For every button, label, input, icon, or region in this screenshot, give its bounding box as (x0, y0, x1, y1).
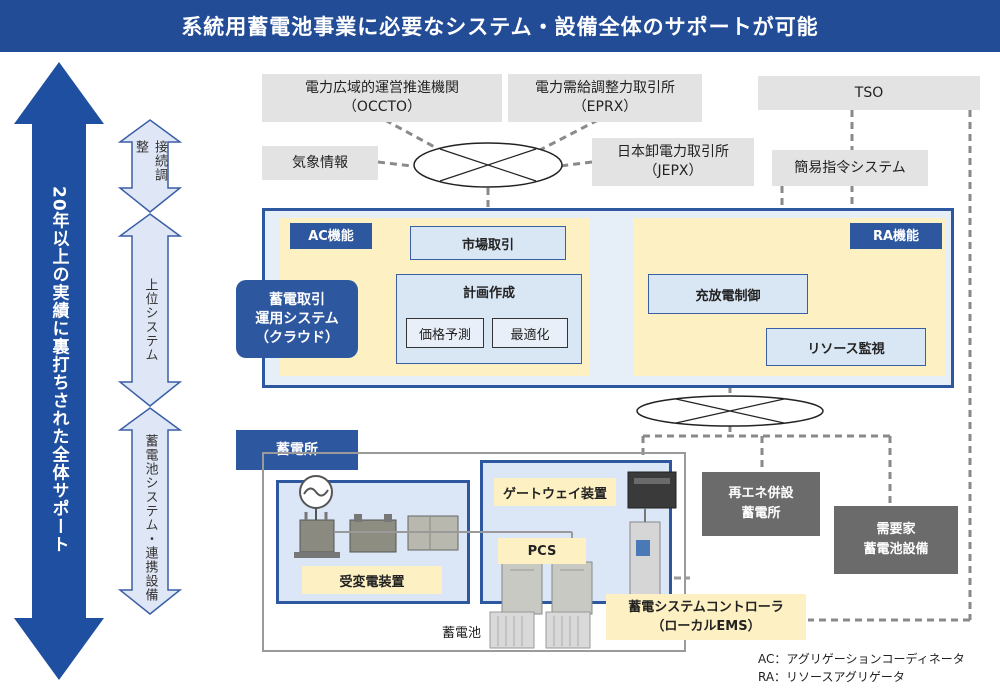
segment-battery-system: 蓄電池システム・連携設備 (142, 434, 158, 602)
tso-box: TSO (758, 76, 980, 110)
renewable-station-box: 再エネ併設 蓄電所 (702, 472, 820, 536)
note-ac: AC：アグリゲーションコーディネータ (758, 652, 965, 666)
support-arrow-label: 20年以上の実績に裏打ちされた全体サポート (48, 186, 69, 554)
price-forecast-box: 価格予測 (406, 318, 484, 348)
resource-monitor-box: リソース監視 (766, 328, 926, 366)
plan-creation-label: 計画作成 (462, 286, 515, 301)
customer-battery-box: 需要家 蓄電池設備 (834, 506, 958, 574)
eprx-box: 電力需給調整力取引所 （EPRX） (508, 74, 702, 122)
simple-command-box: 簡易指令システム (772, 150, 928, 186)
note-ra: RA：リソースアグリゲータ (758, 670, 905, 684)
support-arrow-icon (14, 62, 104, 680)
segment-arrows-icon (117, 119, 183, 615)
charge-control-box: 充放電制御 (648, 274, 808, 314)
cloud-system-label: 蓄電取引 運用システム （クラウド） (236, 280, 358, 358)
optimization-box: 最適化 (492, 318, 568, 348)
substation-label: 受変電装置 (302, 566, 442, 594)
page-title: 系統用蓄電池事業に必要なシステム・設備全体のサポートが可能 (0, 0, 1000, 52)
weather-box: 気象情報 (262, 146, 378, 180)
controller-label: 蓄電システムコントローラ （ローカルEMS） (606, 594, 806, 640)
segment-connection: 接続調整 (133, 140, 167, 182)
market-trading-box: 市場取引 (410, 226, 566, 260)
pcs-label: PCS (498, 538, 586, 564)
gateway-device-label: ゲートウェイ装置 (494, 478, 616, 506)
ac-label: AC機能 (290, 223, 372, 249)
jepx-box: 日本卸電力取引所 （JEPX） (592, 138, 754, 186)
occto-box: 電力広域的運営推進機関 （OCCTO） (262, 74, 502, 122)
battery-label: 蓄電池 (442, 626, 482, 641)
station-frame (262, 452, 686, 652)
segment-upper-system: 上位システム (142, 278, 158, 362)
ra-label: RA機能 (850, 223, 942, 249)
